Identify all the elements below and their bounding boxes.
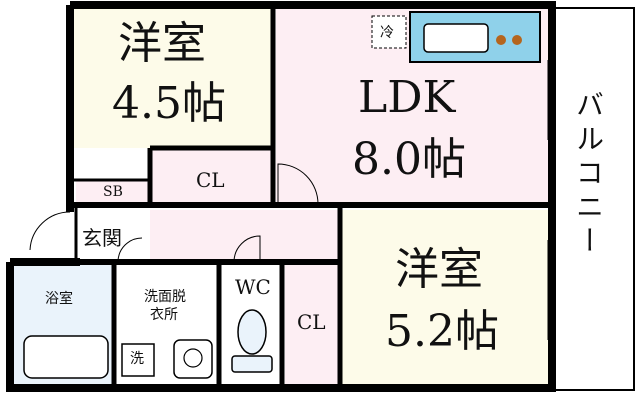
bath-label: 浴室 [45, 291, 73, 307]
fridge-box [371, 15, 407, 49]
bathtub [23, 335, 109, 379]
entrance-label: 玄関 [82, 226, 122, 250]
ldk-size: 8.0帖 [352, 134, 466, 185]
western-room-a-floor [73, 8, 273, 148]
closet-b-label: CL [297, 310, 326, 334]
washroom-label-line1: 洗面脱 [144, 289, 186, 305]
shoe-box-label: SB [103, 184, 123, 200]
windows [547, 60, 552, 340]
balcony-label: バルコニー [572, 90, 605, 260]
western-room-a-size: 4.5帖 [112, 78, 226, 129]
closet-a-floor [150, 148, 273, 204]
toilet-bowl [237, 309, 267, 355]
western-room-b-name: 洋室 [395, 244, 483, 295]
washer-box [121, 343, 155, 377]
corridor-floor [150, 210, 340, 265]
balcony-floor [552, 8, 632, 391]
shoe-box-floor [76, 180, 150, 205]
kitchen-sink [423, 23, 489, 53]
stove-burner-2 [512, 35, 522, 45]
western-room-a-name: 洋室 [118, 18, 206, 69]
fridge-label: 冷 [380, 25, 394, 41]
toilet-tank [231, 355, 273, 373]
closet-a-label: CL [196, 168, 225, 192]
western-room-b-size: 5.2帖 [385, 306, 499, 357]
washer-label: 洗 [130, 351, 144, 367]
ldk-name: LDK [358, 72, 456, 123]
toilet-label: WC [235, 275, 271, 299]
wash-basin [173, 339, 213, 379]
door-swings [29, 163, 343, 263]
closet-b-floor [285, 265, 340, 385]
wash-basin-bowl [183, 348, 203, 368]
western-room-b-floor [340, 210, 548, 385]
balcony-outline [551, 7, 635, 391]
stove-burner-1 [496, 35, 506, 45]
washroom-label-line2: 衣所 [150, 307, 178, 323]
